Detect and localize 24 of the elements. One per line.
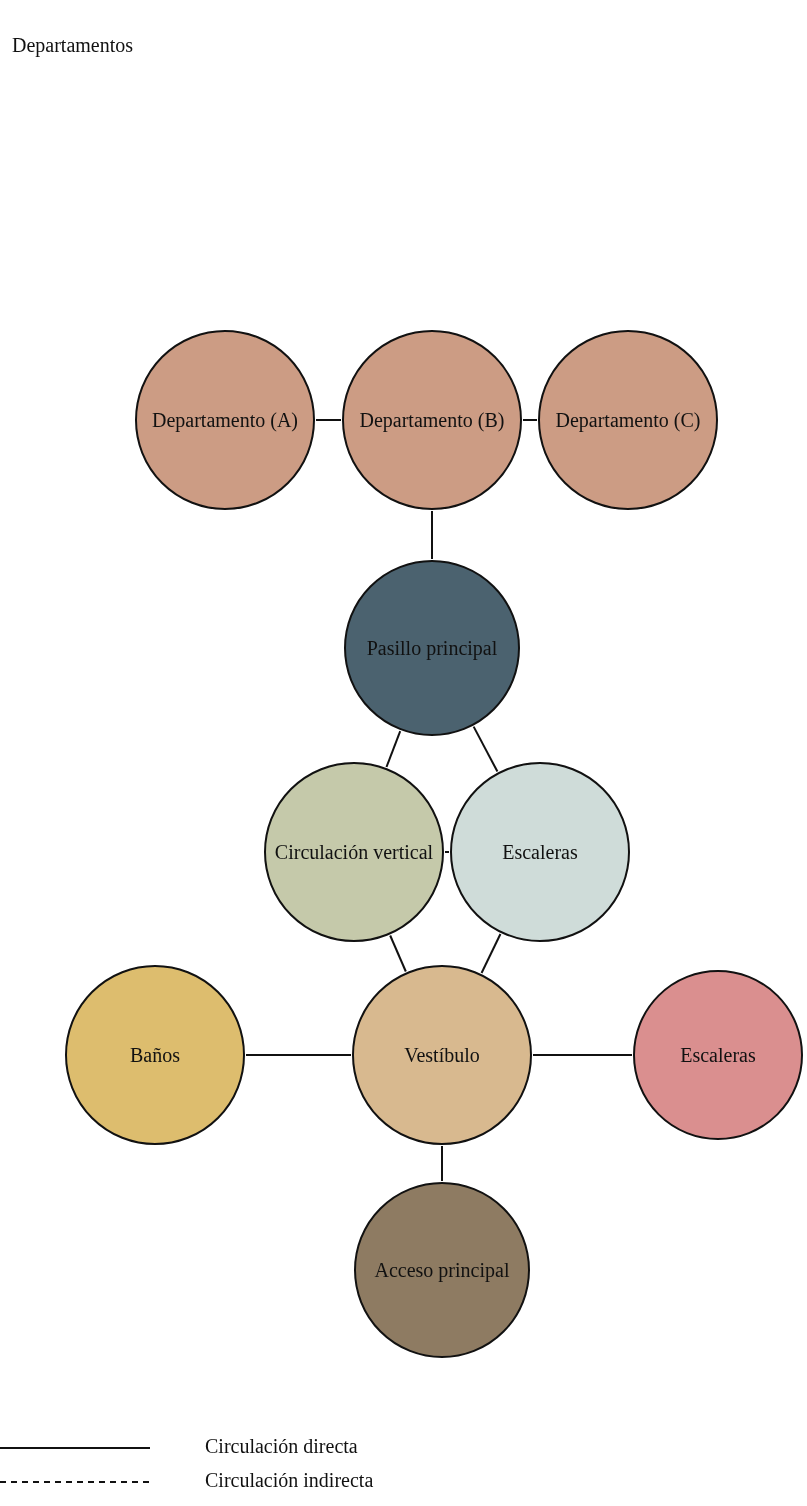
connector-line xyxy=(441,1145,443,1182)
connector-line xyxy=(245,1054,352,1056)
node-label: Circulación vertical xyxy=(273,840,435,865)
node-label: Escaleras xyxy=(501,840,579,865)
legend-label: Circulación indirecta xyxy=(205,1469,374,1492)
node-label: Vestíbulo xyxy=(403,1043,481,1068)
diagram-title: Departamentos xyxy=(12,34,134,57)
node-label: Escaleras xyxy=(679,1043,757,1068)
connector-line xyxy=(431,510,433,560)
connector-line xyxy=(472,725,499,773)
node-label: Departamento (B) xyxy=(358,408,506,434)
connector-line xyxy=(522,419,538,421)
connector-line xyxy=(385,730,402,768)
node-label: Baños xyxy=(129,1043,181,1068)
connector-line xyxy=(532,1054,633,1056)
connector-line xyxy=(389,934,407,973)
connector-line xyxy=(444,851,450,853)
node-label: Acceso principal xyxy=(373,1258,511,1284)
node-label: Pasillo principal xyxy=(365,636,499,662)
node-label: Departamento (C) xyxy=(554,408,702,434)
legend-label: Circulación directa xyxy=(205,1435,358,1458)
node-label: Departamento (A) xyxy=(150,408,299,434)
connector-line xyxy=(315,419,342,421)
connector-line xyxy=(480,932,502,975)
